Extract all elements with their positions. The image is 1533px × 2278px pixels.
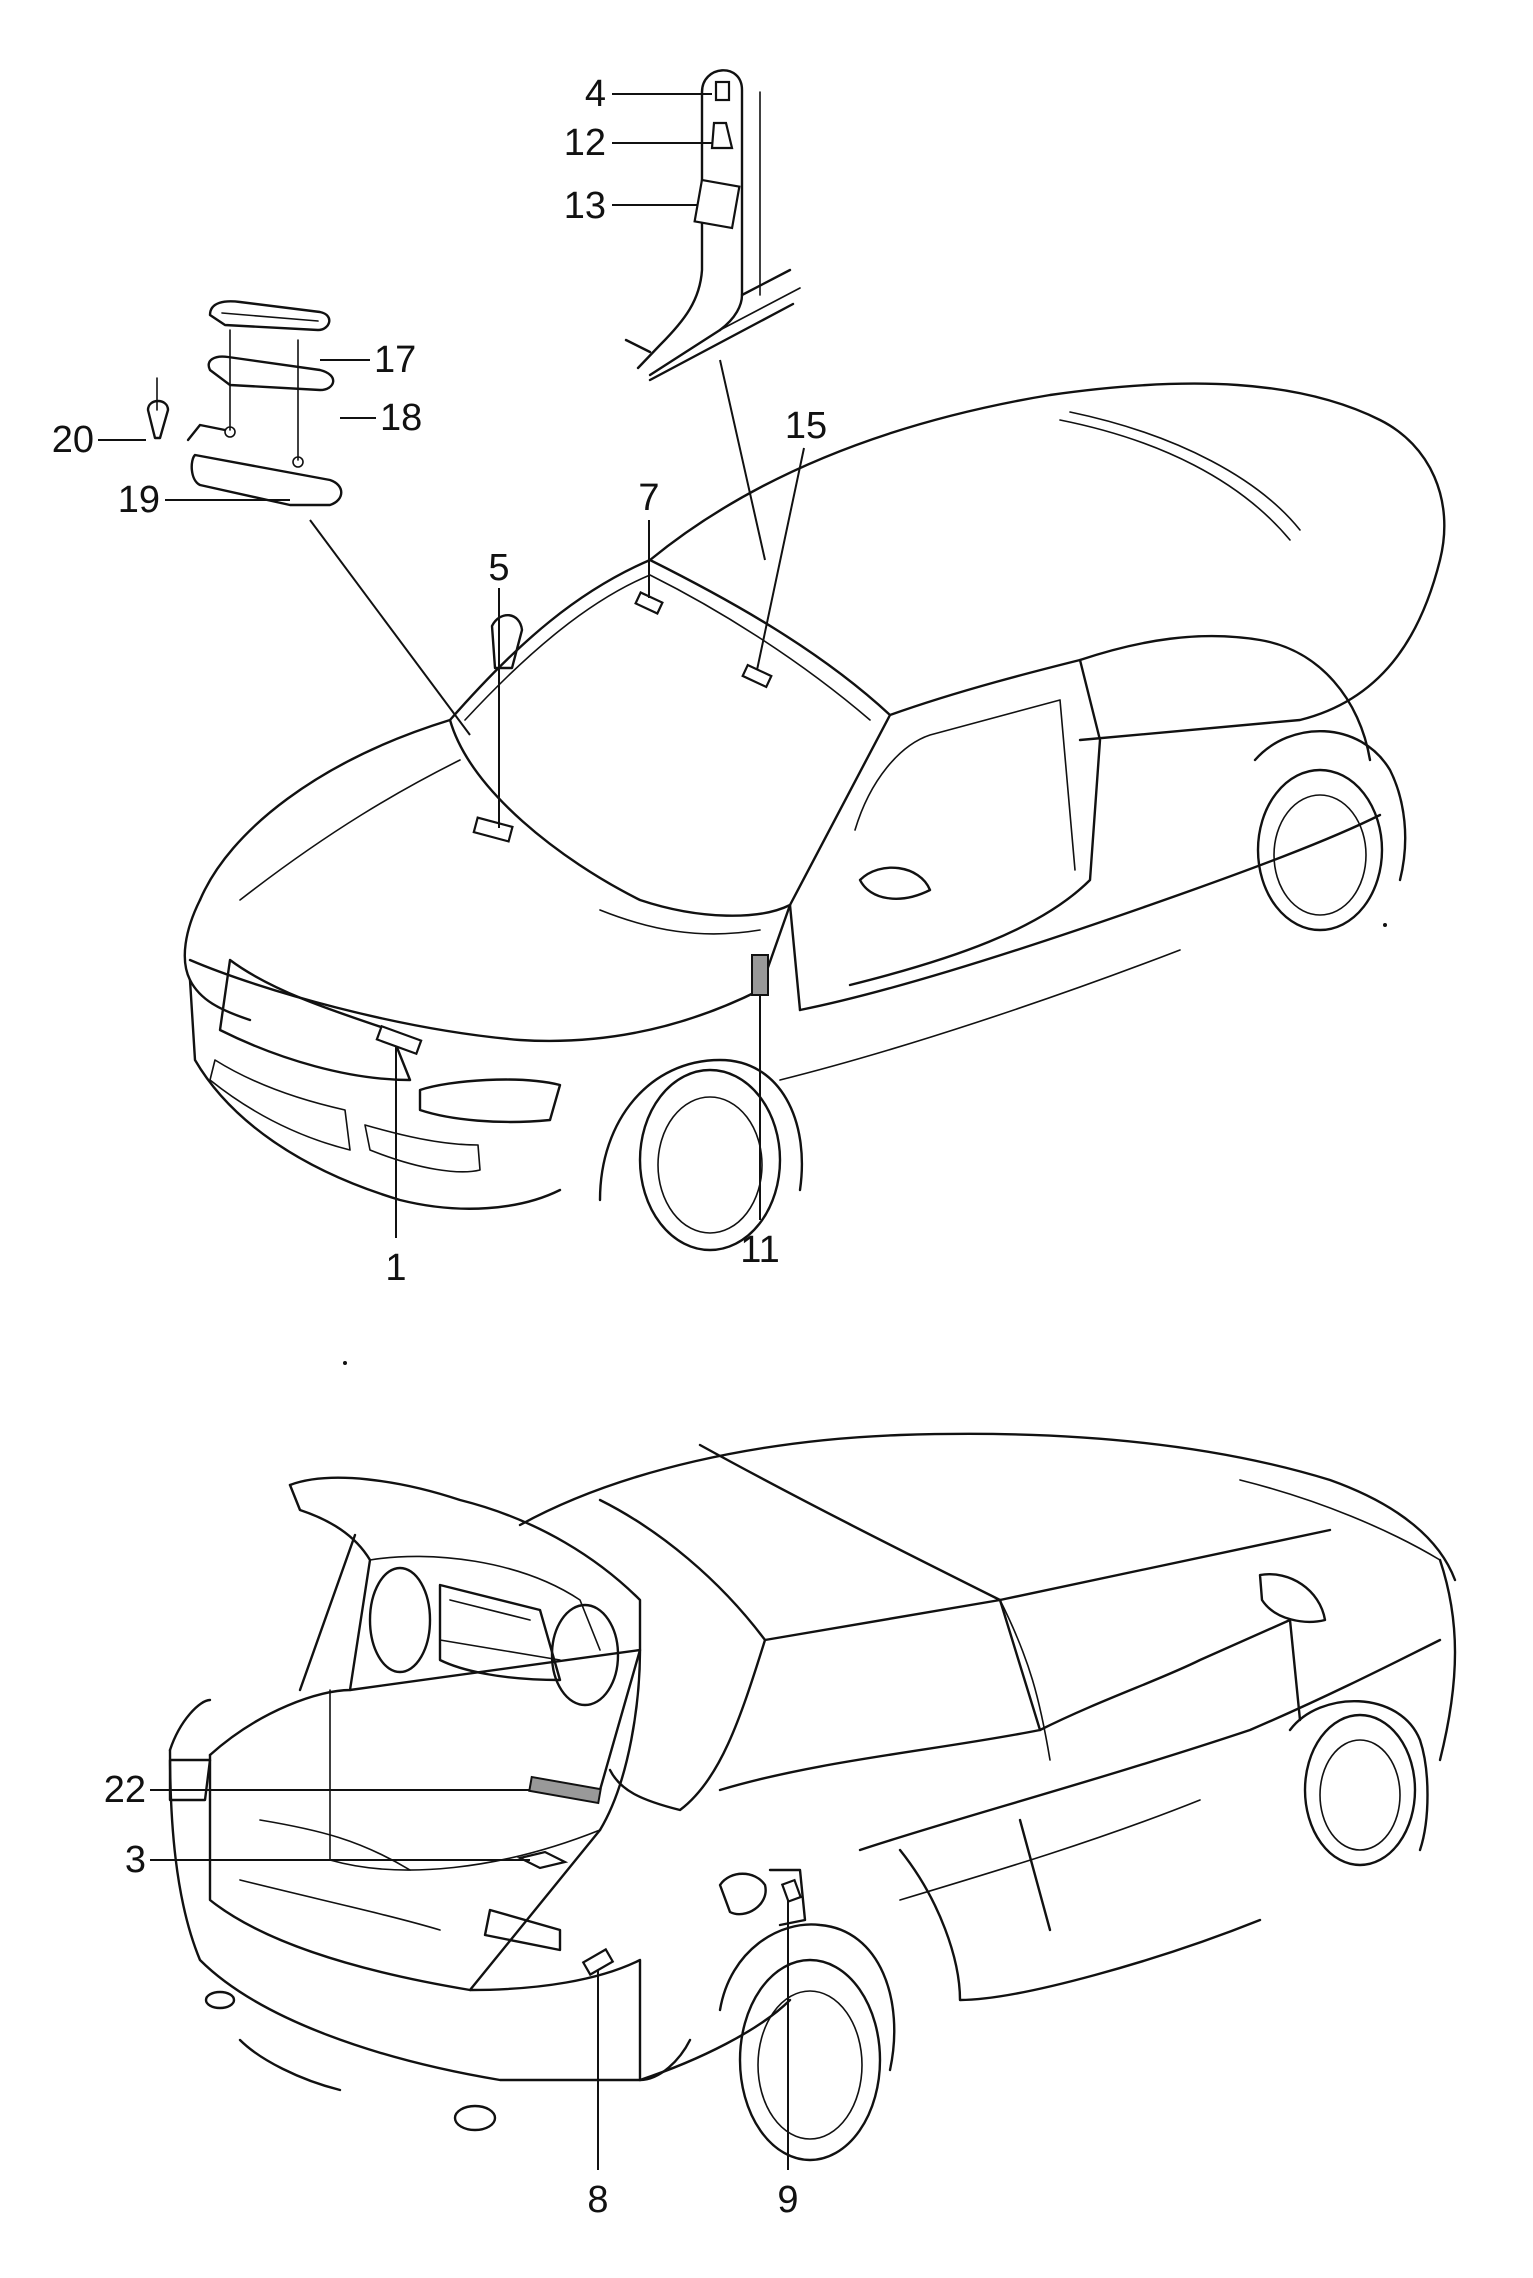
callout-9: 9 — [777, 2179, 798, 2221]
callout-13: 13 — [564, 185, 606, 227]
callout-5: 5 — [488, 547, 509, 589]
callout-17: 17 — [374, 339, 416, 381]
callout-20: 20 — [52, 419, 94, 461]
car-rear-view — [168, 1432, 1457, 2162]
label-sticker-7 — [634, 591, 664, 615]
callout-3: 3 — [125, 1839, 146, 1881]
callout-19: 19 — [118, 479, 160, 521]
scan-dot — [1383, 923, 1387, 927]
callout-7: 7 — [638, 477, 659, 519]
car-front-view — [183, 382, 1446, 1252]
label-sticker-8 — [581, 1947, 615, 1977]
label-sticker-5 — [472, 816, 514, 843]
mirror-bracket-detail — [146, 300, 471, 736]
callout-1: 1 — [385, 1247, 406, 1289]
label-sticker-1 — [375, 1024, 423, 1056]
label-sticker-9 — [780, 1878, 803, 1903]
callout-18: 18 — [380, 397, 422, 439]
callout-15: 15 — [785, 405, 827, 447]
label-sticker-11 — [751, 954, 769, 996]
label-sticker-13 — [693, 178, 741, 230]
pillar-detail — [624, 69, 801, 561]
scan-dot — [343, 1361, 347, 1365]
callout-12: 12 — [564, 122, 606, 164]
label-sticker-22 — [528, 1775, 602, 1805]
callout-11: 11 — [740, 1229, 779, 1271]
callout-8: 8 — [587, 2179, 608, 2221]
label-sticker-4 — [714, 80, 731, 102]
callout-4: 4 — [585, 73, 606, 115]
label-sticker-12 — [710, 121, 734, 150]
label-sticker-3 — [516, 1850, 569, 1870]
label-sticker-15 — [741, 663, 773, 689]
callout-22: 22 — [104, 1769, 146, 1811]
